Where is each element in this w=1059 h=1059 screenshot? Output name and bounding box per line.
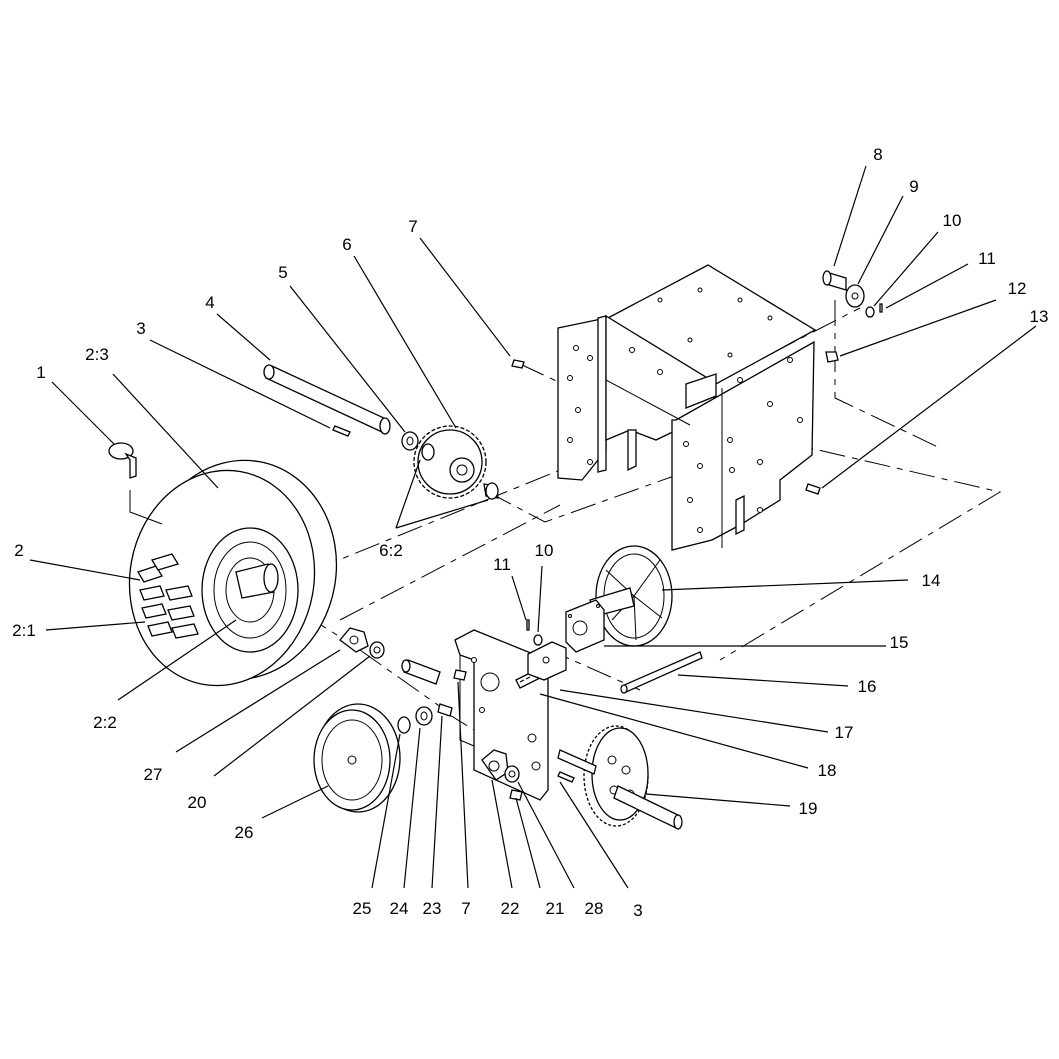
rod-part-16 [620,651,703,694]
callout-21: 21 [546,899,565,918]
frame-housing [557,264,817,551]
callout-15: 15 [890,633,909,652]
bolt-part-23 [437,703,453,717]
clip-part-25 [397,716,411,734]
idler-bracket-part-17 [527,641,567,681]
callout-7-upper: 7 [408,217,417,236]
pulley-part-26 [313,703,401,813]
callout-9: 9 [909,177,918,196]
callout-20: 20 [188,793,207,812]
bolt-part-8 [822,270,847,291]
callout-3-lower: 3 [633,901,642,920]
callout-7-lower: 7 [461,899,470,918]
washer-part-20 [369,641,385,659]
callout-10-upper: 10 [943,211,962,230]
callout-16: 16 [858,677,877,696]
callout-2-2: 2:2 [93,713,117,732]
callout-11-lower: 11 [493,555,511,574]
callout-14: 14 [922,571,941,590]
impeller-pulley-part-14 [589,545,673,647]
callout-12: 12 [1008,279,1027,298]
callout-27: 27 [144,765,163,784]
bearing-housing-part-15 [565,599,605,653]
bolt-part-7-upper [511,359,525,369]
bearing-flange-part-27 [339,627,369,653]
callout-19: 19 [799,799,818,818]
callout-11-upper: 11 [978,249,996,268]
callout-2: 2 [14,541,23,560]
pin-part-11-lower [526,619,530,631]
callout-25: 25 [353,899,372,918]
callout-labels: 1 2:3 3 4 5 6 7 8 9 10 11 12 13 2 2:1 6:… [12,145,1048,920]
bracket-part-9 [845,284,865,308]
tire-wheel-assembly [128,459,338,687]
washer-part-10-upper [865,306,875,318]
callout-13: 13 [1030,307,1049,326]
pin-part-11-upper [879,303,883,313]
callout-8: 8 [873,145,882,164]
washer-part-10-lower [533,634,543,646]
sprocket-part-6 [413,425,499,500]
callout-5: 5 [278,263,287,282]
nut-part-12 [825,351,839,363]
washer-part-5 [401,431,419,451]
callout-6: 6 [342,235,351,254]
axle-shaft-part-4 [263,364,391,435]
side-plate [453,629,549,801]
callout-2-1: 2:1 [12,621,36,640]
bolt-part-21 [509,789,523,801]
key-part-3-upper [332,425,351,437]
callout-1: 1 [36,363,45,382]
callout-6-2: 6:2 [379,541,403,560]
frame-holes [567,287,803,533]
callout-28: 28 [585,899,604,918]
callout-23: 23 [423,899,442,918]
bolt-part-13 [805,483,821,495]
callout-26: 26 [235,823,254,842]
callout-22: 22 [501,899,520,918]
callout-10-lower: 10 [535,541,554,560]
callout-17: 17 [835,723,854,742]
bearing-part-22 [481,749,509,781]
washer-part-24 [415,706,433,726]
callout-24: 24 [390,899,409,918]
washer-part-28 [504,765,520,783]
callout-18: 18 [818,761,837,780]
gear-part-19 [557,725,683,830]
key-part-3-lower [557,771,575,783]
shaft-spacer [401,659,441,685]
callout-2-3: 2:3 [85,345,109,364]
pin-part-1 [108,442,137,479]
leader-lines [29,165,1037,889]
callout-3-upper: 3 [136,319,145,338]
callout-4: 4 [205,293,214,312]
